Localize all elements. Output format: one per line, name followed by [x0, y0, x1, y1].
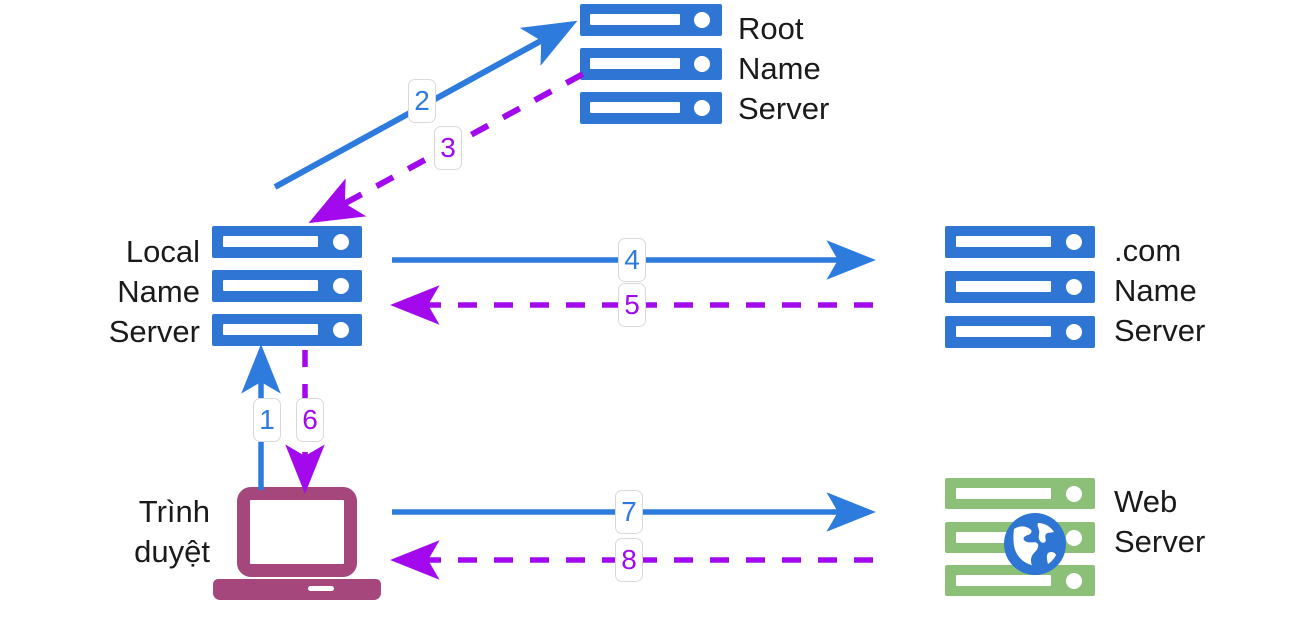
laptop-base-icon — [213, 579, 381, 600]
server-slot-icon — [590, 58, 680, 69]
globe-icon — [1004, 513, 1066, 575]
server-led-icon — [333, 322, 349, 338]
browser-label-line-2: duyệt — [134, 534, 210, 569]
root-label-line-1: Root — [738, 11, 804, 46]
server-led-icon — [694, 100, 710, 116]
server-bar — [580, 92, 722, 124]
step-badge-4: 4 — [618, 238, 646, 282]
web-label-line-1: Web — [1114, 484, 1178, 519]
server-slot-icon — [223, 236, 318, 247]
server-bar — [580, 4, 722, 36]
com-label-line-1: .com — [1114, 233, 1182, 268]
server-bar — [580, 48, 722, 80]
server-led-icon — [1066, 234, 1082, 250]
node-browser-laptop — [213, 487, 405, 602]
step-badge-2: 2 — [408, 79, 436, 123]
step-badge-3: 3 — [434, 126, 462, 170]
root-label-line-2: Name — [738, 51, 821, 86]
step-badge-6: 6 — [296, 398, 324, 442]
server-slot-icon — [590, 102, 680, 113]
server-led-icon — [694, 56, 710, 72]
com-label-line-2: Name — [1114, 273, 1197, 308]
server-slot-icon — [223, 324, 318, 335]
server-led-icon — [1066, 529, 1082, 546]
com-label-line-3: Server — [1114, 313, 1206, 348]
local-label-line-2: Name — [117, 274, 200, 309]
browser-label-line-1: Trình — [138, 494, 210, 529]
server-bar — [945, 316, 1095, 348]
server-bar — [212, 270, 362, 302]
server-bar — [945, 226, 1095, 258]
node-root-name-server — [580, 4, 722, 124]
server-slot-icon — [223, 280, 318, 291]
server-slot-icon — [590, 14, 680, 25]
local-label-line-1: Local — [125, 234, 200, 269]
server-bar — [212, 314, 362, 346]
server-slot-icon — [956, 281, 1051, 292]
local-label-line-3: Server — [108, 314, 200, 349]
server-slot-icon — [956, 488, 1051, 499]
server-led-icon — [1066, 324, 1082, 340]
step-badge-5: 5 — [618, 283, 646, 327]
server-bar — [212, 226, 362, 258]
step-badge-8: 8 — [615, 538, 643, 582]
server-slot-icon — [956, 531, 1051, 543]
step-badge-7: 7 — [615, 490, 643, 534]
web-label-line-2: Server — [1114, 524, 1206, 559]
server-led-icon — [1066, 486, 1082, 502]
server-bar — [945, 271, 1095, 303]
laptop-screen-icon — [237, 487, 357, 577]
root-label-line-3: Server — [738, 91, 830, 126]
step-badge-1: 1 — [253, 398, 281, 442]
server-slot-icon — [956, 575, 1051, 586]
server-led-icon — [1066, 573, 1082, 589]
browser-label: Trình duyệt — [110, 492, 210, 572]
server-bar — [945, 478, 1095, 509]
server-slot-icon — [956, 236, 1051, 247]
server-slot-icon — [956, 326, 1051, 337]
server-led-icon — [694, 12, 710, 28]
server-led-icon — [333, 234, 349, 250]
server-led-icon — [333, 278, 349, 294]
laptop-trackpad-notch-icon — [308, 586, 334, 591]
server-led-icon — [1066, 279, 1082, 295]
node-com-name-server — [945, 226, 1095, 348]
node-local-name-server — [212, 226, 362, 346]
